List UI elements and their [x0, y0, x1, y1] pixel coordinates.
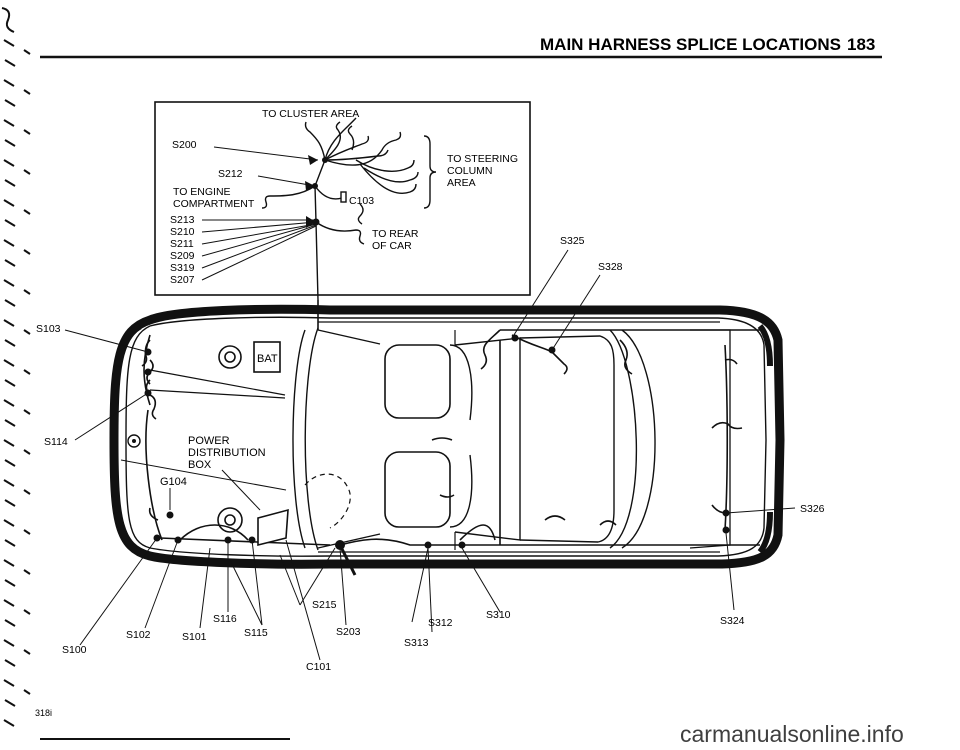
- power-distribution-box-icon: [257, 508, 289, 547]
- page-number: 183: [847, 35, 875, 54]
- callout-s313: S313: [404, 637, 429, 649]
- model-label: 318i: [35, 708, 52, 718]
- inset-splice-s213: S213: [170, 214, 195, 226]
- callout-s116: S116: [213, 613, 237, 625]
- callout-labels: S103 S114 S325 S328 S326 S100 S102 S101 …: [36, 235, 825, 673]
- callout-s312: S312: [428, 617, 453, 629]
- inset-steering-label-2: COLUMN: [447, 165, 493, 177]
- inset-splice-s212: S212: [218, 168, 243, 180]
- inset-steering-label-1: TO STEERING: [447, 153, 518, 165]
- ground-g104-label: G104: [160, 476, 187, 488]
- inset-cluster-label: TO CLUSTER AREA: [262, 108, 359, 120]
- inset-rear-label-1: TO REAR: [372, 228, 419, 240]
- callout-s326: S326: [800, 503, 825, 515]
- inset-wiring: [201, 117, 437, 301]
- car-harness: [141, 300, 760, 576]
- inset-splice-dots: [305, 155, 328, 228]
- callout-s310: S310: [486, 609, 511, 621]
- inset-engine-label-2: COMPARTMENT: [173, 198, 255, 210]
- inset-splice-s209: S209: [170, 250, 195, 262]
- callout-s325: S325: [560, 235, 585, 247]
- car-components: BAT POWER DISTRIBUTION BOX G104: [127, 341, 289, 547]
- binding-margin: [1, 7, 31, 727]
- inset-steering-label-3: AREA: [447, 177, 476, 189]
- inset-connector-c103: C103: [349, 195, 374, 207]
- callout-s101: S101: [182, 631, 207, 643]
- inset-splice-s319: S319: [170, 262, 195, 274]
- battery-label: BAT: [257, 353, 278, 365]
- inset-engine-label-1: TO ENGINE: [173, 186, 231, 198]
- battery-icon: [253, 341, 281, 373]
- callout-s203: S203: [336, 626, 361, 638]
- power-box-label-1: POWER: [188, 435, 230, 447]
- callout-s215: S215: [312, 599, 337, 611]
- callout-s324: S324: [720, 615, 745, 627]
- inset-splice-s207: S207: [170, 274, 195, 286]
- inset-splice-s200: S200: [172, 139, 197, 151]
- callout-c101: C101: [306, 661, 331, 673]
- inset-splice-s211: S211: [170, 238, 194, 250]
- callout-leaders: [64, 249, 796, 661]
- inset-rear-label-2: OF CAR: [372, 240, 412, 252]
- callout-s103: S103: [36, 323, 61, 335]
- car-body: [109, 304, 785, 569]
- callout-s114: S114: [44, 436, 68, 448]
- callout-s102: S102: [126, 629, 151, 641]
- car-splice-dots: [144, 334, 730, 550]
- inset-splice-s210: S210: [170, 226, 195, 238]
- power-box-label-2: DISTRIBUTION: [188, 447, 266, 459]
- watermark: carmanualsonline.info: [680, 721, 904, 747]
- callout-s328: S328: [598, 261, 623, 273]
- callout-s100: S100: [62, 644, 87, 656]
- callout-s115: S115: [244, 627, 268, 639]
- page-title: MAIN HARNESS SPLICE LOCATIONS: [540, 35, 841, 54]
- power-box-label-3: BOX: [188, 459, 212, 471]
- inset-detail: TO CLUSTER AREA S200 S212 TO ENGINE COMP…: [154, 101, 531, 301]
